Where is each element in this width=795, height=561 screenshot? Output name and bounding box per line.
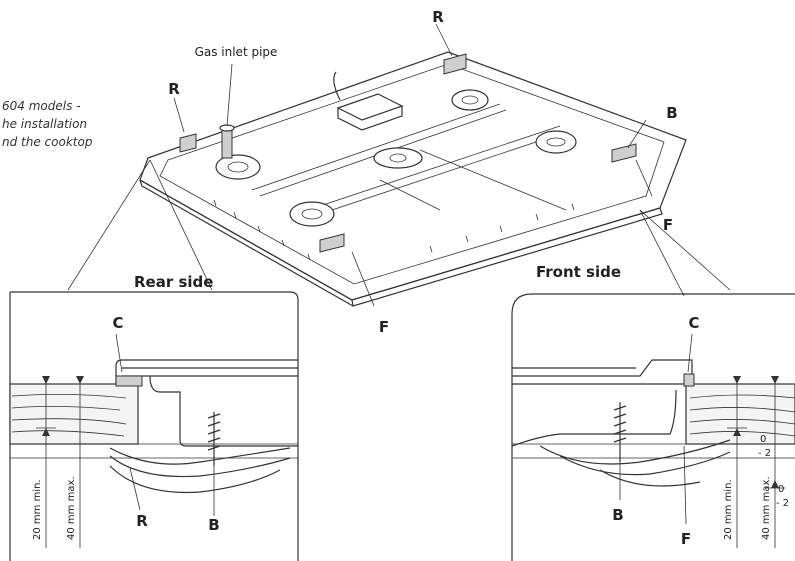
tol-minus2-b: - 2 xyxy=(776,498,789,509)
dim-40mm-max-rear: 40 mm max. xyxy=(66,476,77,540)
label-c-front: C xyxy=(688,314,699,332)
cooktop-underside xyxy=(139,51,687,307)
heading-rear-side: Rear side xyxy=(134,273,213,291)
rear-side-detail xyxy=(9,291,299,561)
tol-zero-b: 0 xyxy=(778,484,784,495)
label-r-top: R xyxy=(432,8,444,26)
tol-minus2-a: - 2 xyxy=(758,448,771,459)
dim-20mm-min-front: 20 mm min. xyxy=(723,479,734,540)
label-f-front-detail: F xyxy=(681,530,691,548)
note-line-2: he installation xyxy=(2,117,87,131)
heading-front-side: Front side xyxy=(536,263,621,281)
front-side-detail xyxy=(511,293,795,561)
label-f-right: F xyxy=(663,216,673,234)
label-r-rear-detail: R xyxy=(136,512,148,530)
tol-zero-a: 0 xyxy=(760,434,766,445)
label-r-left: R xyxy=(168,80,180,98)
label-b-front-detail: B xyxy=(612,506,623,524)
note-line-3: nd the cooktop xyxy=(2,135,93,149)
label-f-bottom: F xyxy=(379,318,389,336)
label-b-right: B xyxy=(666,104,677,122)
dim-20mm-min-rear: 20 mm min. xyxy=(32,479,43,540)
dim-40mm-max-front: 40 mm max. xyxy=(761,476,772,540)
label-b-rear-detail: B xyxy=(208,516,219,534)
label-gas-inlet: Gas inlet pipe xyxy=(195,45,278,59)
note-line-1: 604 models - xyxy=(2,99,80,113)
label-c-rear: C xyxy=(112,314,123,332)
